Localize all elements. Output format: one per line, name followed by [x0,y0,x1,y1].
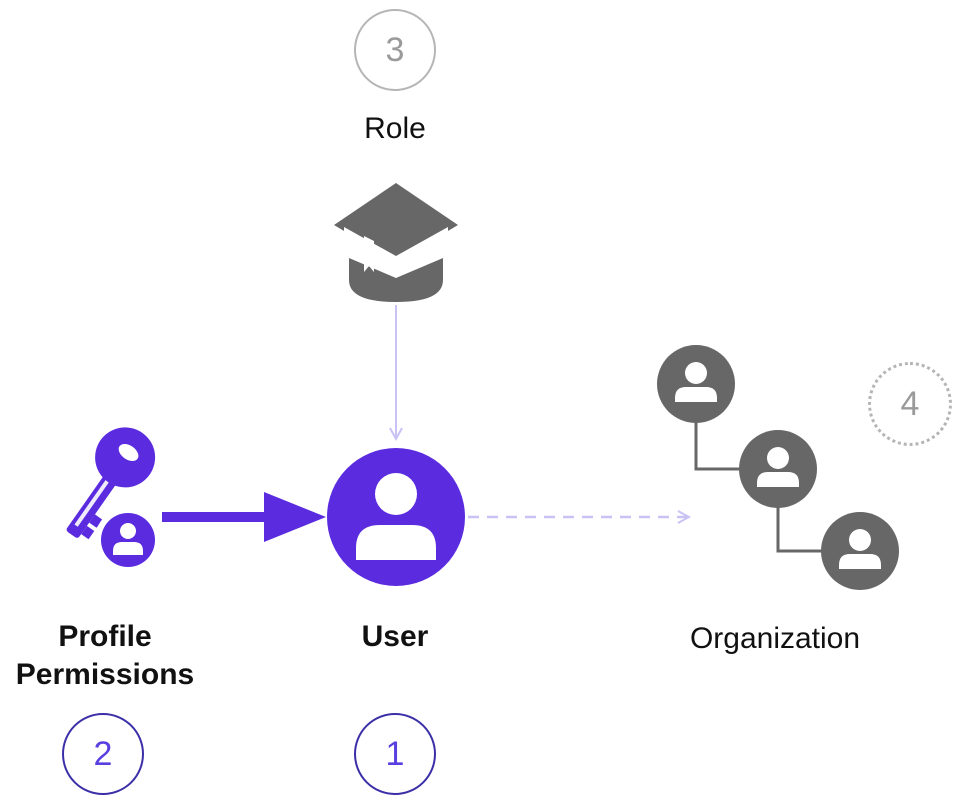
user-label: User [361,620,429,653]
profile-permissions-label: Profile Permissions [0,618,210,694]
role-label: Role [364,112,426,145]
step-1-badge: 1 [354,713,436,795]
graduation-cap-icon [334,183,458,302]
profile-label-line1: Profile [58,620,152,653]
step-3-badge: 3 [354,9,436,91]
organization-label: Organization [689,622,861,655]
profile-to-user-arrow [162,492,326,542]
step-2-badge: 2 [62,713,144,795]
key-with-user-icon [66,427,161,573]
org-hierarchy-icon [657,345,899,590]
step-4-badge: 4 [868,362,952,446]
profile-label-line2: Permissions [15,658,195,691]
user-avatar-icon [327,448,465,586]
